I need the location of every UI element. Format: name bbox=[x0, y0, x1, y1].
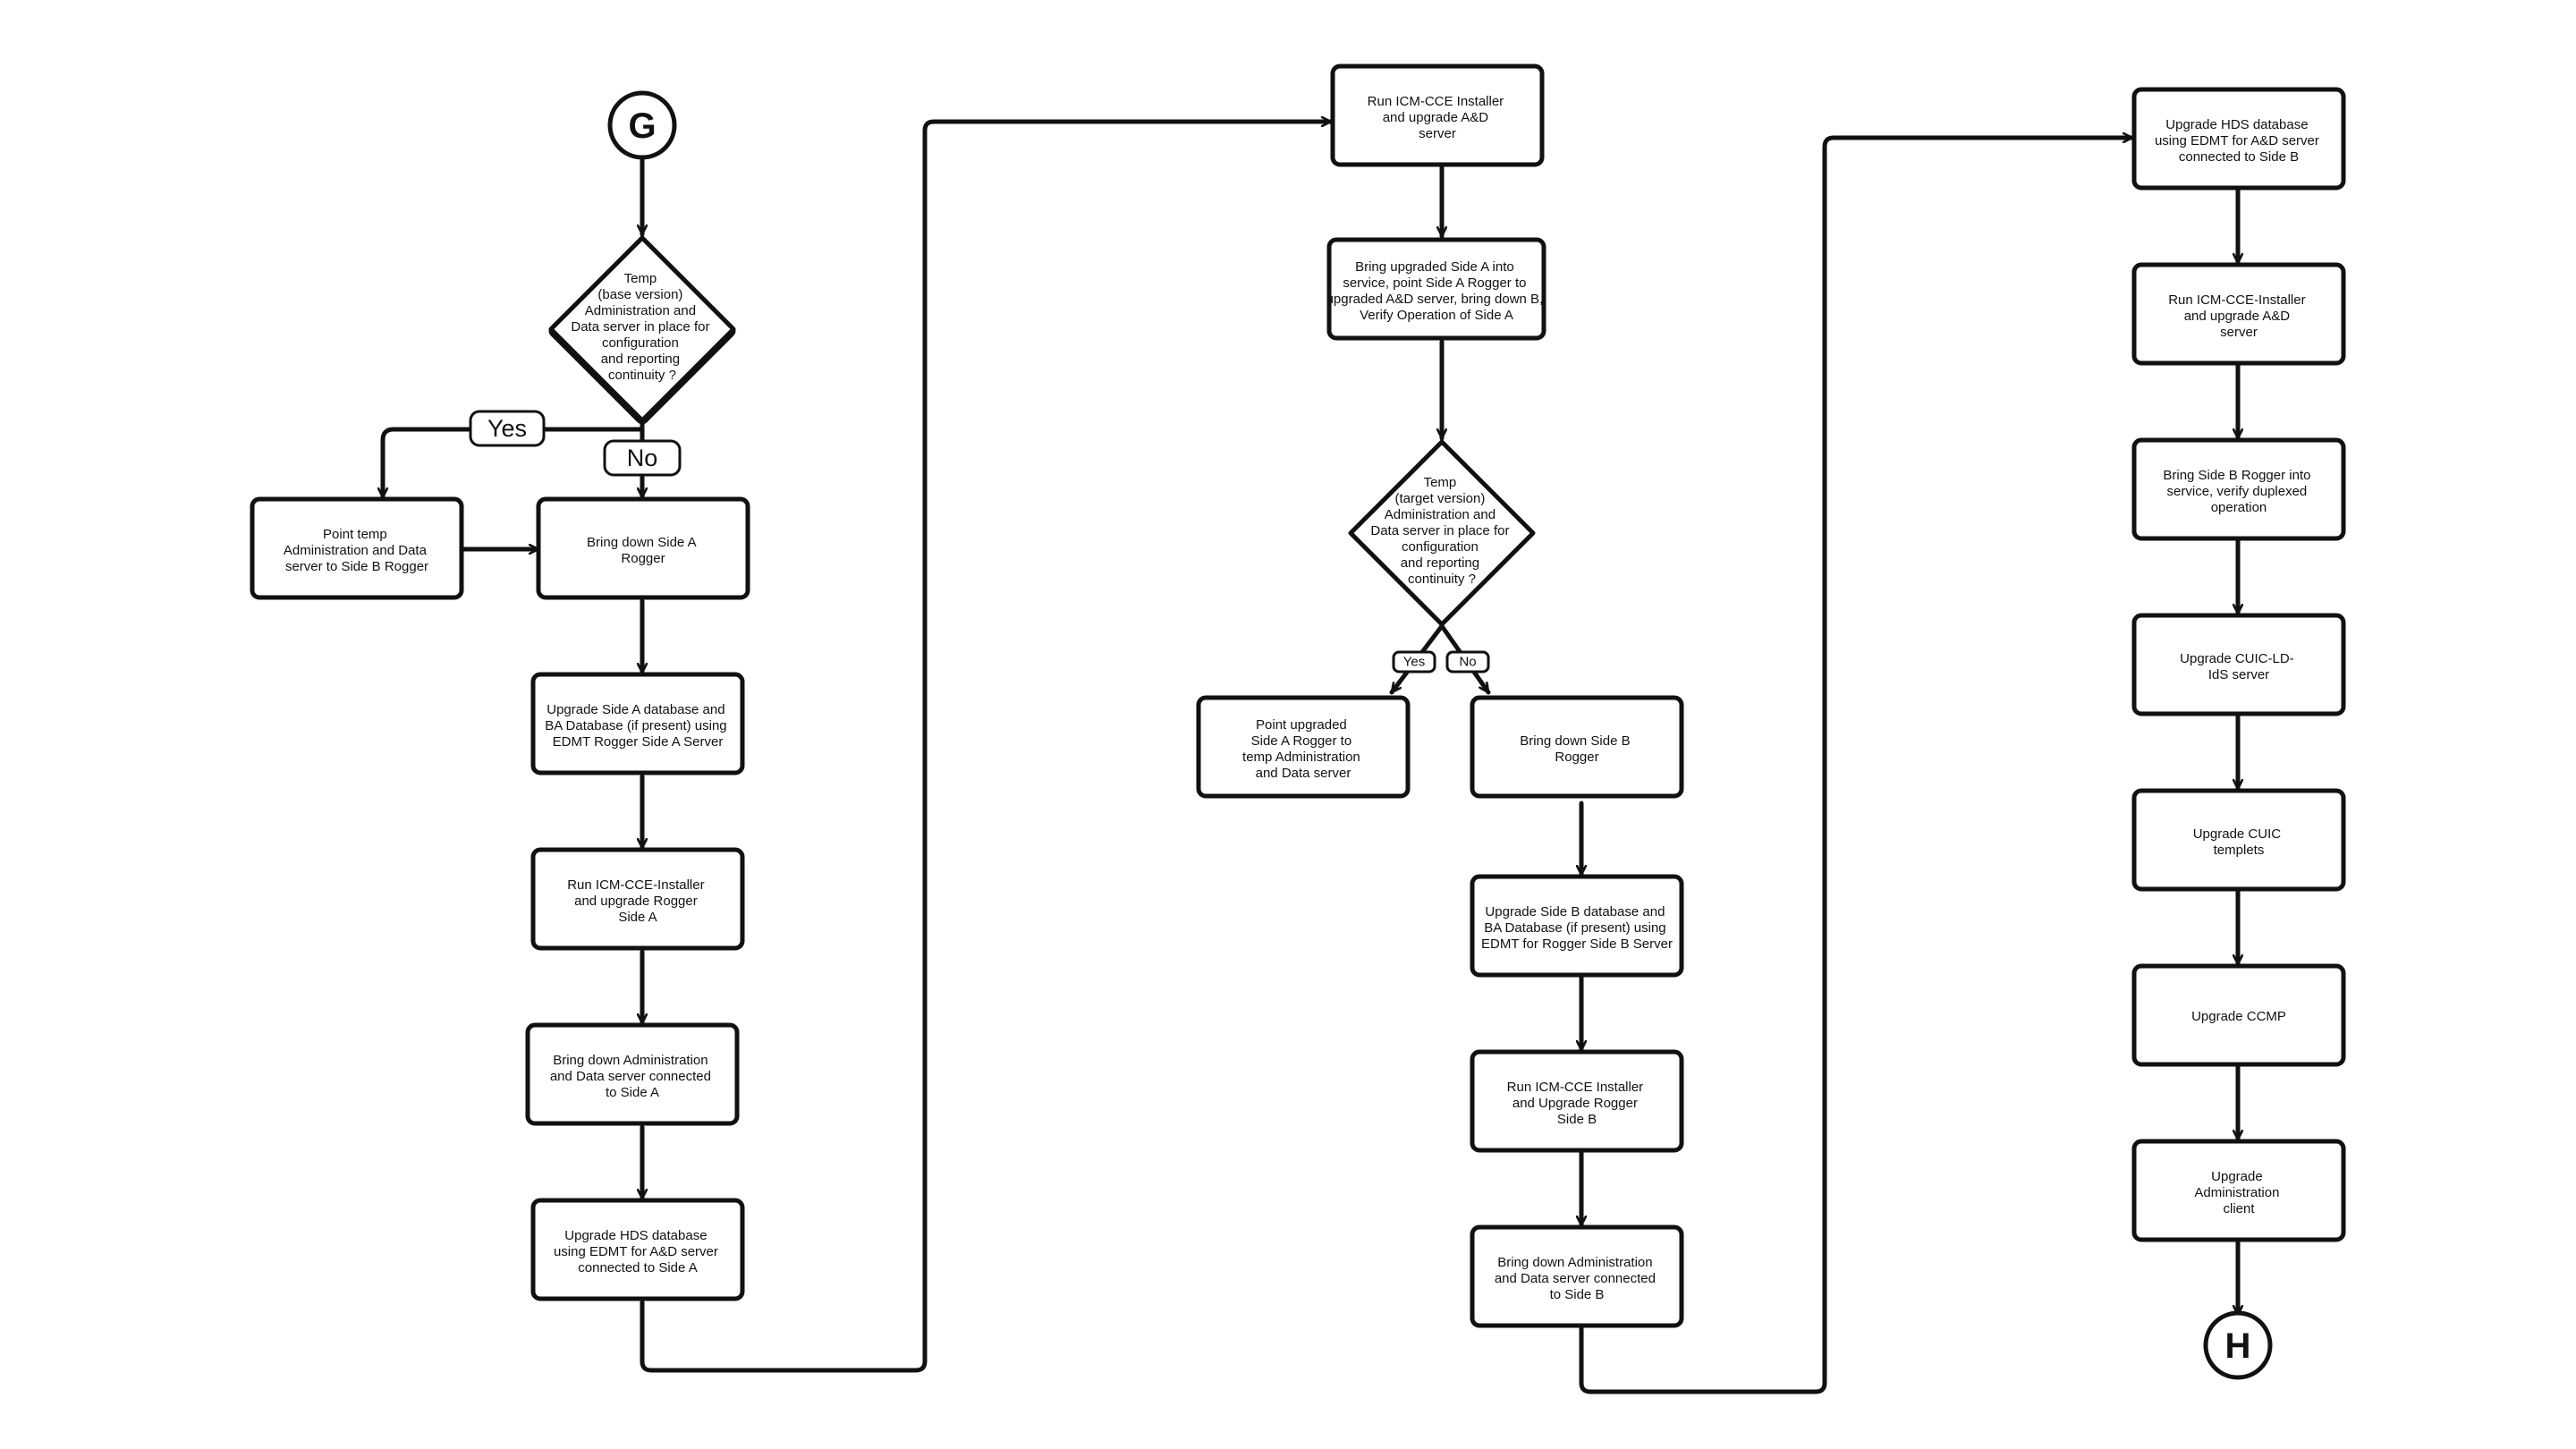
edge-decision1-yes bbox=[383, 427, 645, 500]
step-upgrade-admin-client: Upgrade Administration client bbox=[2131, 1139, 2346, 1242]
step-point-upgraded-side-a-text: Point upgraded Side A Rogger to temp Adm… bbox=[1242, 717, 1364, 781]
terminal-h-label: H bbox=[2225, 1326, 2251, 1366]
step-bring-down-side-a: Bring down Side A Rogger bbox=[536, 496, 750, 600]
svg-text:Yes: Yes bbox=[1403, 655, 1425, 670]
step-run-installer-ad-b-text: Run ICM-CCE-Installer and upgrade A&D se… bbox=[2168, 292, 2309, 340]
svg-text:Yes: Yes bbox=[487, 415, 527, 442]
step-upgrade-ccmp: Upgrade CCMP bbox=[2131, 963, 2346, 1067]
step-run-installer-ad: Run ICM-CCE Installer and upgrade A&D se… bbox=[1330, 64, 1545, 167]
decision-temp-base-text: Temp (base version) Administration and D… bbox=[571, 271, 713, 383]
label-no-2: No bbox=[1445, 650, 1490, 674]
step-upgrade-cuic-templets-text: Upgrade CUIC templets bbox=[2193, 826, 2285, 858]
step-bring-upgraded-side-a: Bring upgraded Side A into service, poin… bbox=[1326, 237, 1547, 341]
step-run-installer-rogger-b: Run ICM-CCE Installer and Upgrade Rogger… bbox=[1470, 1049, 1684, 1153]
step-upgrade-cuic-templets: Upgrade CUIC templets bbox=[2131, 788, 2346, 892]
step-bring-down-admin-b-text: Bring down Administration and Data serve… bbox=[1495, 1255, 1659, 1302]
step-point-temp-side-b: Point temp Administration and Data serve… bbox=[250, 496, 464, 600]
step-bring-down-admin-a: Bring down Administration and Data serve… bbox=[525, 1022, 740, 1126]
terminal-h: H bbox=[2203, 1310, 2273, 1380]
step-point-temp-side-b-text: Point temp Administration and Data serve… bbox=[284, 527, 430, 574]
step-upgrade-hds-a: Upgrade HDS database using EDMT for A&D … bbox=[530, 1198, 745, 1301]
step-upgrade-hds-b-text: Upgrade HDS database using EDMT for A&D … bbox=[2155, 117, 2323, 165]
step-bring-down-side-b-text: Bring down Side B Rogger bbox=[1520, 733, 1634, 765]
step-run-installer-rogger-a-text: Run ICM-CCE-Installer and upgrade Rogger… bbox=[567, 877, 708, 925]
step-run-installer-ad-b: Run ICM-CCE-Installer and upgrade A&D se… bbox=[2131, 262, 2346, 366]
step-upgrade-side-a-db: Upgrade Side A database and BA Database … bbox=[530, 672, 745, 775]
label-yes-2: Yes bbox=[1392, 650, 1436, 674]
edge-hds-a-to-installer-ad bbox=[640, 122, 1334, 1373]
label-yes-1: Yes bbox=[469, 410, 546, 447]
step-bring-down-admin-a-text: Bring down Administration and Data serve… bbox=[550, 1053, 715, 1100]
step-point-upgraded-side-a: Point upgraded Side A Rogger to temp Adm… bbox=[1196, 695, 1411, 799]
label-no-1: No bbox=[603, 439, 682, 477]
step-upgrade-side-b-db-text: Upgrade Side B database and BA Database … bbox=[1481, 904, 1673, 952]
step-run-installer-ad-text: Run ICM-CCE Installer and upgrade A&D se… bbox=[1368, 94, 1508, 141]
step-bring-side-b-rogger-text: Bring Side B Rogger into service, verify… bbox=[2163, 468, 2314, 515]
terminal-g: G bbox=[607, 90, 677, 160]
step-bring-down-side-b: Bring down Side B Rogger bbox=[1470, 695, 1684, 799]
step-upgrade-admin-client-text: Upgrade Administration client bbox=[2194, 1169, 2283, 1216]
step-run-installer-rogger-a: Run ICM-CCE-Installer and upgrade Rogger… bbox=[530, 847, 745, 951]
step-upgrade-ccmp-text: Upgrade CCMP bbox=[2191, 1009, 2286, 1024]
step-upgrade-side-b-db: Upgrade Side B database and BA Database … bbox=[1470, 874, 1684, 978]
decision-temp-base: Temp (base version) Administration and D… bbox=[548, 234, 736, 425]
decision-temp-target-text: Temp (target version) Administration and… bbox=[1370, 475, 1513, 587]
step-upgrade-cuic-text: Upgrade CUIC-LD- IdS server bbox=[2180, 651, 2298, 682]
step-upgrade-hds-a-text: Upgrade HDS database using EDMT for A&D … bbox=[554, 1228, 722, 1275]
step-bring-down-admin-b: Bring down Administration and Data serve… bbox=[1470, 1224, 1684, 1328]
terminal-g-label: G bbox=[628, 106, 656, 146]
svg-text:No: No bbox=[627, 445, 658, 471]
step-bring-side-b-rogger: Bring Side B Rogger into service, verify… bbox=[2131, 437, 2346, 541]
step-run-installer-rogger-b-text: Run ICM-CCE Installer and Upgrade Rogger… bbox=[1507, 1080, 1648, 1127]
decision-temp-target: Temp (target version) Administration and… bbox=[1348, 439, 1536, 627]
edge-admin-b-to-hds-b bbox=[1579, 138, 2135, 1394]
step-upgrade-cuic: Upgrade CUIC-LD- IdS server bbox=[2131, 613, 2346, 716]
step-upgrade-side-a-db-text: Upgrade Side A database and BA Database … bbox=[545, 702, 731, 750]
svg-text:No: No bbox=[1459, 655, 1476, 670]
step-bring-upgraded-side-a-text: Bring upgraded Side A into service, poin… bbox=[1326, 259, 1547, 323]
step-bring-down-side-a-text: Bring down Side A Rogger bbox=[587, 535, 699, 566]
step-upgrade-hds-b: Upgrade HDS database using EDMT for A&D … bbox=[2131, 87, 2346, 191]
